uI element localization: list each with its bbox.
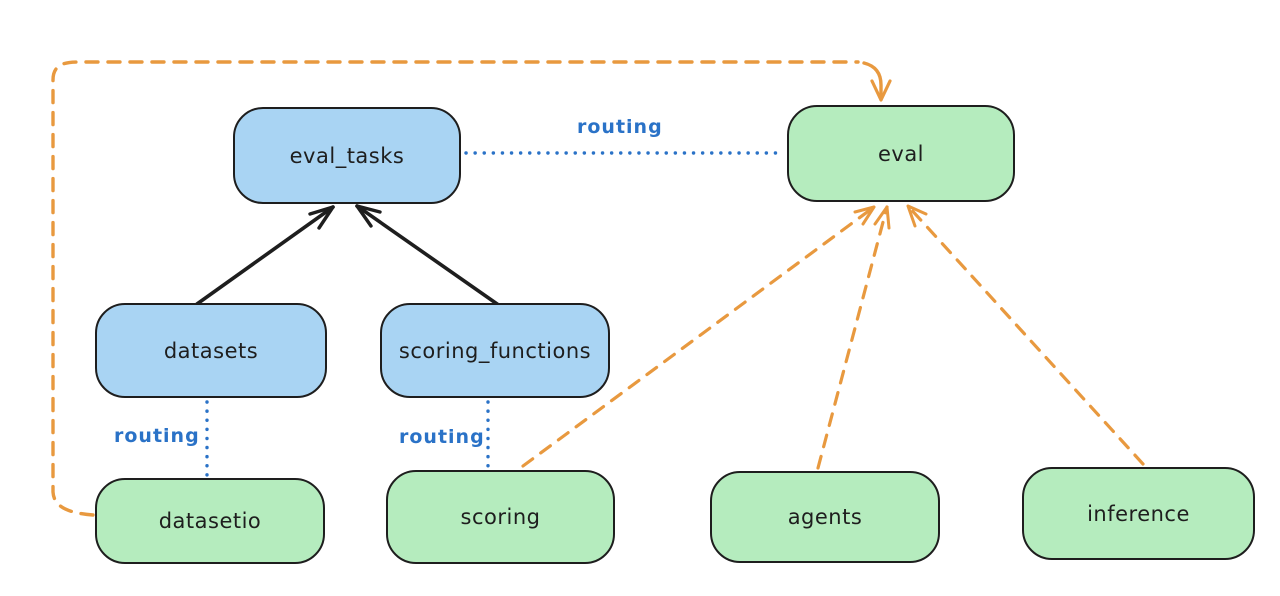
edge-agents-to-eval — [816, 205, 889, 470]
node-datasetio: datasetio — [95, 478, 325, 564]
node-scoring-functions-label: scoring_functions — [398, 338, 592, 363]
arrowhead-datasets-to-eval-tasks — [308, 205, 335, 230]
edge-scoring-to-eval — [521, 205, 876, 468]
arrowhead-inference-to-eval — [906, 204, 928, 228]
arrowhead-scoring-functions-to-eval-tasks — [355, 204, 382, 228]
edge-scoring-functions-to-eval-tasks — [355, 204, 502, 308]
arrowhead-agents-to-eval — [873, 205, 891, 230]
routing-label-left: routing — [114, 425, 200, 447]
node-datasets-label: datasets — [163, 338, 259, 363]
edge-inference-to-eval — [906, 204, 1145, 466]
edge-datasets-to-eval-tasks — [195, 205, 335, 306]
node-scoring-functions: scoring_functions — [380, 303, 610, 398]
node-inference: inference — [1022, 467, 1255, 560]
edge-datasetio-to-eval-tail — [862, 61, 883, 99]
node-datasetio-label: datasetio — [158, 509, 262, 533]
node-agents-label: agents — [787, 505, 863, 529]
node-eval: eval — [787, 105, 1015, 202]
arrowhead-datasetio-to-eval — [870, 79, 892, 102]
node-scoring-label: scoring — [460, 505, 541, 529]
node-eval-tasks: eval_tasks — [233, 107, 461, 204]
node-agents: agents — [710, 471, 940, 563]
arrowhead-scoring-to-eval — [853, 205, 876, 226]
routing-label-top: routing — [577, 116, 663, 138]
node-inference-label: inference — [1087, 501, 1190, 526]
node-scoring: scoring — [386, 470, 615, 564]
routing-label-middle: routing — [399, 426, 485, 448]
node-datasets: datasets — [95, 303, 327, 398]
node-eval-tasks-label: eval_tasks — [289, 143, 405, 168]
edge-datasetio-to-eval-loop — [51, 60, 860, 517]
node-eval-label: eval — [877, 141, 925, 166]
